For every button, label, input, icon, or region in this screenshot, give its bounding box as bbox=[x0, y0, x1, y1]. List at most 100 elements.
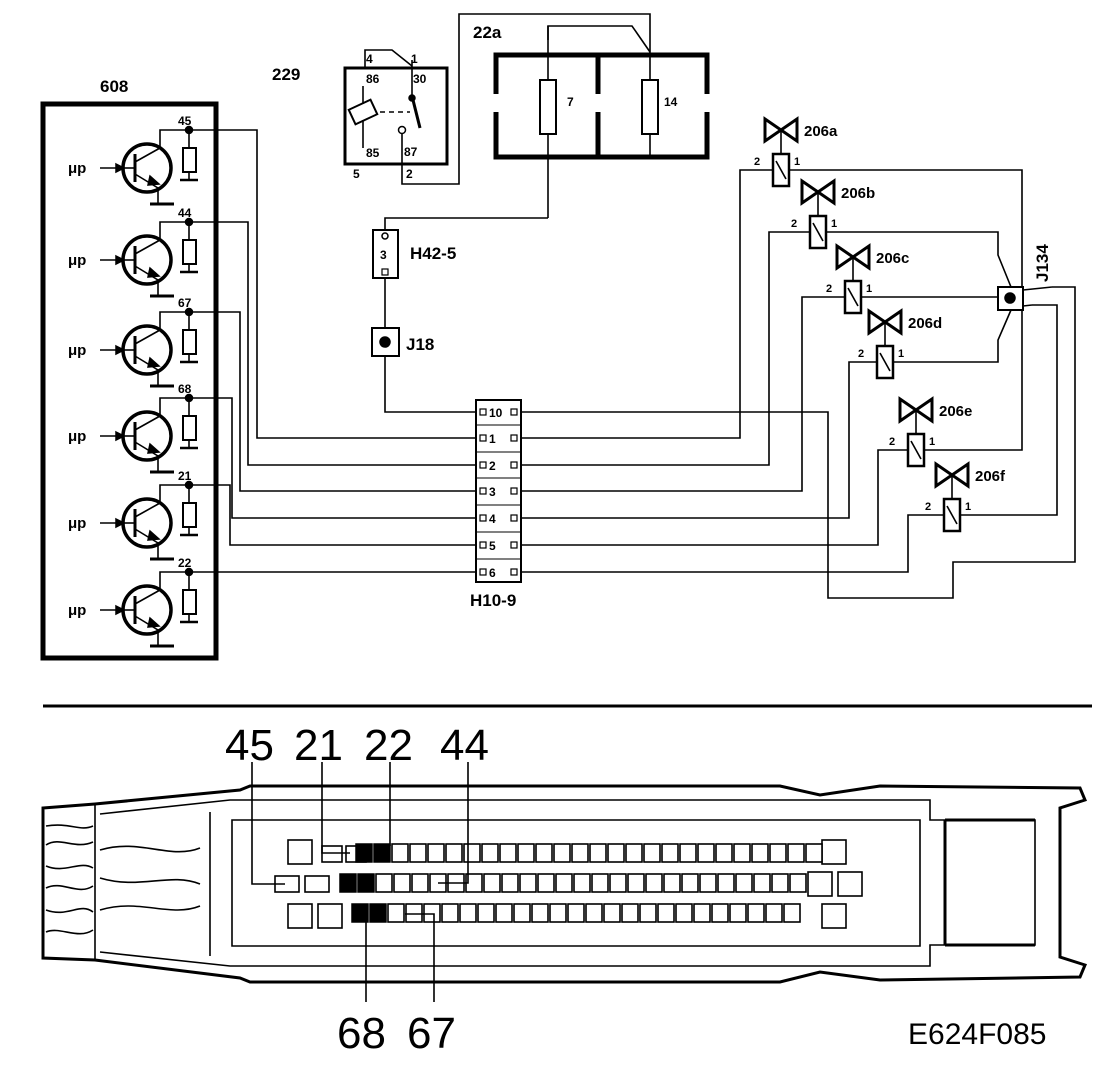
relay-label: 229 bbox=[272, 65, 300, 84]
pin-cell-large bbox=[837, 871, 863, 897]
injector-pin-b: 1 bbox=[965, 501, 971, 513]
pin-cell bbox=[621, 903, 639, 923]
pin-cell bbox=[519, 873, 537, 893]
pin-cell-large bbox=[821, 839, 847, 865]
pin-cell bbox=[735, 873, 753, 893]
relay-pin-4: 4 bbox=[366, 52, 373, 66]
pin-cell bbox=[769, 843, 787, 863]
pin-cell bbox=[567, 903, 585, 923]
relay-229: 229 4 1 86 30 85 87 5 2 bbox=[272, 49, 449, 181]
ecu-pin-label: 22 bbox=[178, 556, 192, 570]
fuse-7-label: 7 bbox=[567, 95, 574, 109]
pin-cell bbox=[729, 903, 747, 923]
injector-pin-b: 1 bbox=[831, 218, 837, 230]
stage-input-label: μp bbox=[68, 428, 86, 445]
relay-pin-30: 30 bbox=[413, 72, 427, 86]
pinout-label-21: 21 bbox=[294, 721, 343, 770]
pinout-label-67: 67 bbox=[407, 1009, 456, 1058]
pin-cell bbox=[411, 873, 429, 893]
ecu-608: 608 bbox=[40, 77, 219, 661]
pin-cell bbox=[501, 873, 519, 893]
pin-cell bbox=[391, 843, 409, 863]
ecu-connector-view bbox=[41, 784, 1088, 984]
fuse-14-label: 14 bbox=[664, 95, 678, 109]
pin-cell bbox=[571, 843, 589, 863]
plug-h42-5: 3 H42-5 bbox=[372, 229, 456, 279]
pull-resistor bbox=[182, 415, 197, 441]
splice-j18-label: J18 bbox=[406, 335, 434, 354]
pin-cell bbox=[351, 903, 369, 923]
pin-cell bbox=[553, 843, 571, 863]
pin-cell bbox=[304, 875, 330, 893]
pin-cell bbox=[495, 903, 513, 923]
pin-cell bbox=[715, 843, 733, 863]
pin-cell bbox=[535, 843, 553, 863]
pin-cell bbox=[585, 903, 603, 923]
connector-pin-6: 6 bbox=[476, 558, 521, 580]
injector-pin-a: 2 bbox=[791, 218, 797, 230]
wire-j18-to-h10-10 bbox=[384, 356, 476, 413]
pin-cell bbox=[681, 873, 699, 893]
pinout-label-68: 68 bbox=[337, 1009, 386, 1058]
pin-cell bbox=[751, 843, 769, 863]
plug-h42-label: H42-5 bbox=[410, 244, 456, 263]
connector-pin-label: 6 bbox=[489, 566, 496, 580]
pull-resistor bbox=[182, 147, 197, 173]
pull-resistor bbox=[182, 239, 197, 265]
pin-cell bbox=[663, 873, 681, 893]
pin-cell-large bbox=[287, 903, 313, 929]
pin-cell bbox=[591, 873, 609, 893]
pin-cell bbox=[477, 903, 495, 923]
pin-cell bbox=[609, 873, 627, 893]
stage-input-label: μp bbox=[68, 342, 86, 359]
relay-pin-87: 87 bbox=[404, 145, 418, 159]
pin-cell bbox=[697, 843, 715, 863]
connector-pin-label: 4 bbox=[489, 512, 496, 526]
stage-input-label: μp bbox=[68, 160, 86, 177]
pin-cell-large bbox=[317, 903, 343, 929]
ecu-outline bbox=[40, 101, 219, 661]
relay-pin-86: 86 bbox=[366, 72, 380, 86]
connector-pin-5: 5 bbox=[476, 531, 521, 553]
pin-cell-large bbox=[807, 871, 833, 897]
pin-cell bbox=[699, 873, 717, 893]
splice-j18: J18 bbox=[371, 327, 434, 357]
pin-cell bbox=[693, 903, 711, 923]
relay-pin-85: 85 bbox=[366, 146, 380, 160]
pin-cell bbox=[675, 903, 693, 923]
pin-cell bbox=[339, 873, 357, 893]
relay-pin-2: 2 bbox=[406, 167, 413, 181]
pin-cell bbox=[427, 843, 445, 863]
injector-label: 206c bbox=[876, 250, 909, 267]
connector-pin-4: 4 bbox=[476, 504, 521, 526]
pin-cell bbox=[711, 903, 729, 923]
pin-cell bbox=[423, 903, 441, 923]
pin-cell bbox=[445, 843, 463, 863]
wire-fuse-7-to-h42 bbox=[384, 217, 548, 230]
connector-pin-1: 1 bbox=[476, 424, 521, 446]
pin-cell bbox=[483, 873, 501, 893]
connector-pin-label: 10 bbox=[489, 406, 503, 420]
pin-cell bbox=[373, 843, 391, 863]
connector-pin-label: 2 bbox=[489, 459, 496, 473]
pinout-label-44: 44 bbox=[440, 721, 489, 770]
pin-cell bbox=[733, 843, 751, 863]
pinout-callouts: 45 21 22 44 68 67 bbox=[225, 721, 489, 1058]
stage-input-label: μp bbox=[68, 515, 86, 532]
injector-supply-wires bbox=[789, 169, 1058, 516]
pin-cell bbox=[355, 843, 373, 863]
pin-cell bbox=[463, 843, 481, 863]
pin-cell bbox=[589, 843, 607, 863]
pull-resistor bbox=[182, 589, 197, 615]
pin-cell bbox=[405, 903, 423, 923]
splice-j134-label: J134 bbox=[1033, 244, 1052, 282]
injector-pin-a: 2 bbox=[858, 348, 864, 360]
pinout-label-45: 45 bbox=[225, 721, 274, 770]
pinout-label-22: 22 bbox=[364, 721, 413, 770]
fuse-14 bbox=[641, 79, 659, 135]
